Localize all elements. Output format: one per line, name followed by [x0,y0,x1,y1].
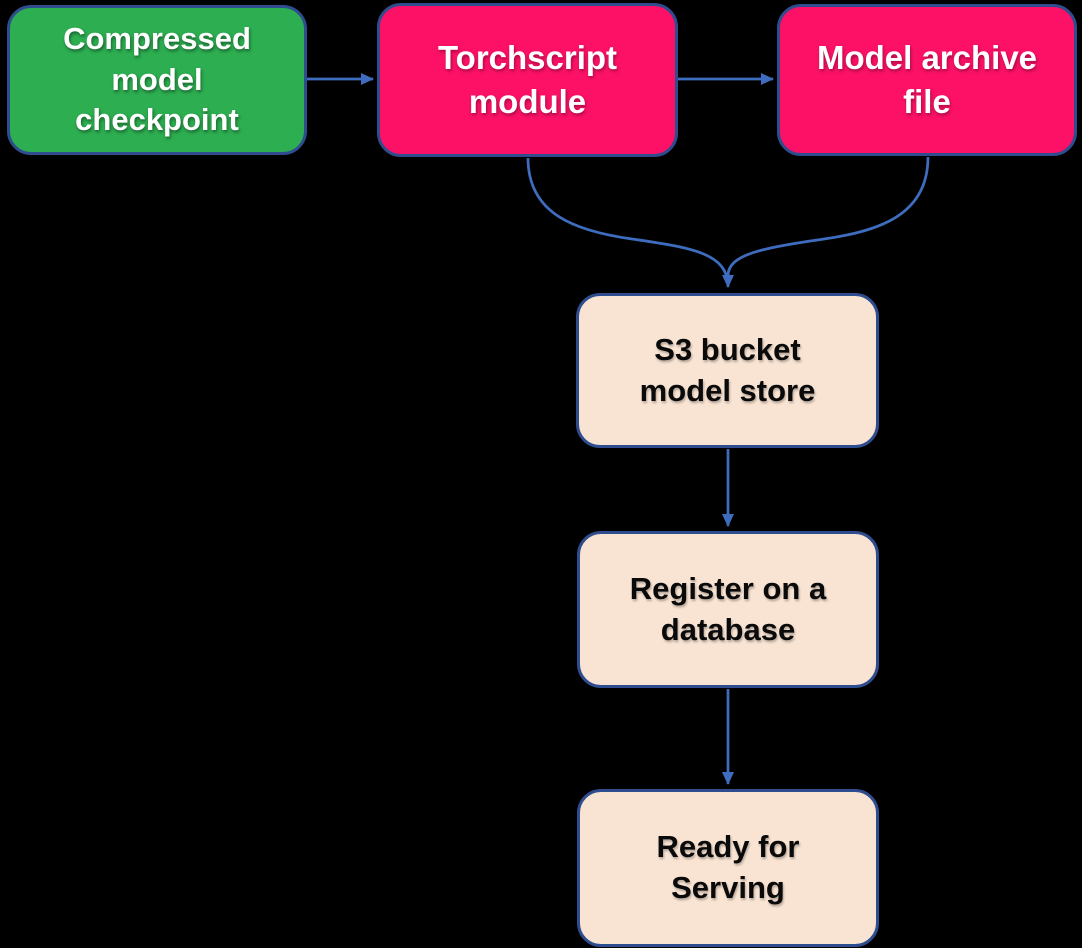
node-s3-bucket-model-store: S3 bucket model store [576,293,879,448]
node-label: Torchscript module [437,39,618,120]
node-label: Ready for Serving [656,829,800,905]
edge-torchscript-to-s3 [526,157,734,288]
node-compressed-model-checkpoint: Compressed model checkpoint [7,5,307,155]
node-model-archive-file: Model archive file [777,4,1077,156]
node-label: S3 bucket model store [639,331,816,408]
node-label: Compressed model checkpoint [63,20,251,138]
edge-archive-to-s3 [726,156,930,277]
node-torchscript-module: Torchscript module [377,3,678,157]
node-label: Model archive file [816,39,1038,120]
node-register-on-a-database: Register on a database [577,531,879,688]
node-ready-for-serving: Ready for Serving [577,789,879,947]
node-label: Register on a database [629,570,827,647]
